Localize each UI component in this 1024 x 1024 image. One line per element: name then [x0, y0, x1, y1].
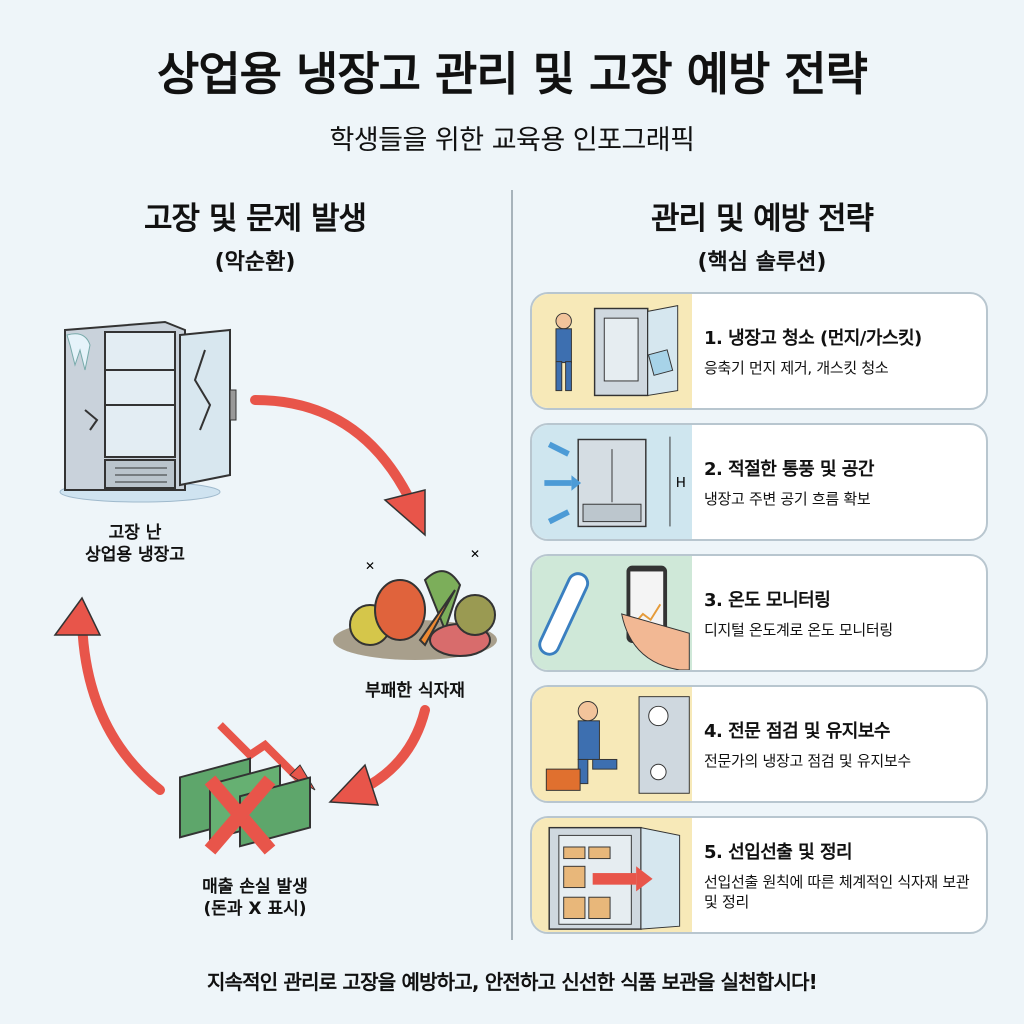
fifo-fridge-icon	[532, 818, 692, 932]
airflow-fridge-icon: H	[532, 425, 692, 539]
svg-text:✕: ✕	[365, 559, 375, 573]
card-title: 5. 선입선출 및 정리	[704, 841, 853, 863]
strategy-card-ventilation: H 2. 적절한 통풍 및 공간 냉장고 주변 공기 흐름 확보	[530, 423, 988, 541]
arrow-fridge-to-food	[250, 395, 426, 537]
right-section-heading: 관리 및 예방 전략	[650, 201, 874, 237]
page-subtitle: 학생들을 위한 교육용 인포그래픽	[329, 125, 695, 156]
left-section-heading: 고장 및 문제 발생	[143, 201, 367, 237]
card-title: 4. 전문 점검 및 유지보수	[704, 720, 890, 742]
svg-text:✕: ✕	[470, 547, 480, 561]
cycle-label-rotten-food: 부패한 식자재	[330, 680, 500, 702]
left-section-header: 고장 및 문제 발생 (악순환)	[0, 193, 510, 276]
label-line: 상업용 냉장고	[85, 545, 185, 566]
right-section-subheading: (핵심 솔루션)	[697, 250, 827, 275]
thermometer-phone-icon	[532, 556, 692, 670]
card-title: 2. 적절한 통풍 및 공간	[704, 458, 874, 480]
card-title: 3. 온도 모니터링	[704, 589, 831, 611]
card-description: 전문가의 냉장고 점검 및 유지보수	[704, 751, 911, 770]
technician-icon	[532, 687, 692, 801]
left-section-subheading: (악순환)	[214, 250, 296, 275]
height-label: H	[676, 475, 686, 491]
cycle-label-broken-fridge: 고장 난 상업용 냉장고	[40, 522, 230, 566]
label-line: 매출 손실 발생	[202, 877, 308, 897]
strategy-card-temperature: 3. 온도 모니터링 디지털 온도계로 온도 모니터링	[530, 554, 988, 672]
rotten-food-icon: ✕ ✕	[333, 547, 497, 660]
strategy-card-maintenance: 4. 전문 점검 및 유지보수 전문가의 냉장고 점검 및 유지보수	[530, 685, 988, 803]
card-description: 응축기 먼지 제거, 개스킷 청소	[704, 358, 889, 377]
section-divider	[511, 190, 513, 940]
card-title: 1. 냉장고 청소 (먼지/가스킷)	[704, 327, 922, 349]
card-description: 냉장고 주변 공기 흐름 확보	[704, 489, 871, 508]
money-loss-icon	[179, 722, 316, 855]
cycle-label-money-loss: 매출 손실 발생 (돈과 X 표시)	[170, 876, 340, 920]
broken-fridge-icon	[59, 320, 237, 503]
label-line: 부패한 식자재	[365, 681, 465, 701]
footer-message: 지속적인 관리로 고장을 예방하고, 안전하고 신선한 식품 보관을 실천합시다…	[206, 970, 818, 994]
right-section-header: 관리 및 예방 전략 (핵심 솔루션)	[512, 193, 1012, 276]
arrow-money-to-fridge	[53, 596, 165, 795]
arrow-food-to-money	[328, 705, 430, 806]
strategy-card-cleaning: 1. 냉장고 청소 (먼지/가스킷) 응축기 먼지 제거, 개스킷 청소	[530, 292, 988, 410]
card-description: 선입선출 원칙에 따른 체계적인 식자재 보관 및 정리	[704, 872, 970, 911]
cleaning-worker-icon	[532, 294, 692, 408]
page-title: 상업용 냉장고 관리 및 고장 예방 전략	[157, 47, 868, 101]
label-line: 고장 난	[108, 523, 162, 543]
card-description: 디지털 온도계로 온도 모니터링	[704, 620, 893, 639]
label-line: (돈과 X 표시)	[203, 899, 307, 920]
cycle-arrows	[53, 395, 430, 806]
strategy-card-fifo: 5. 선입선출 및 정리 선입선출 원칙에 따른 체계적인 식자재 보관 및 정…	[530, 816, 988, 934]
